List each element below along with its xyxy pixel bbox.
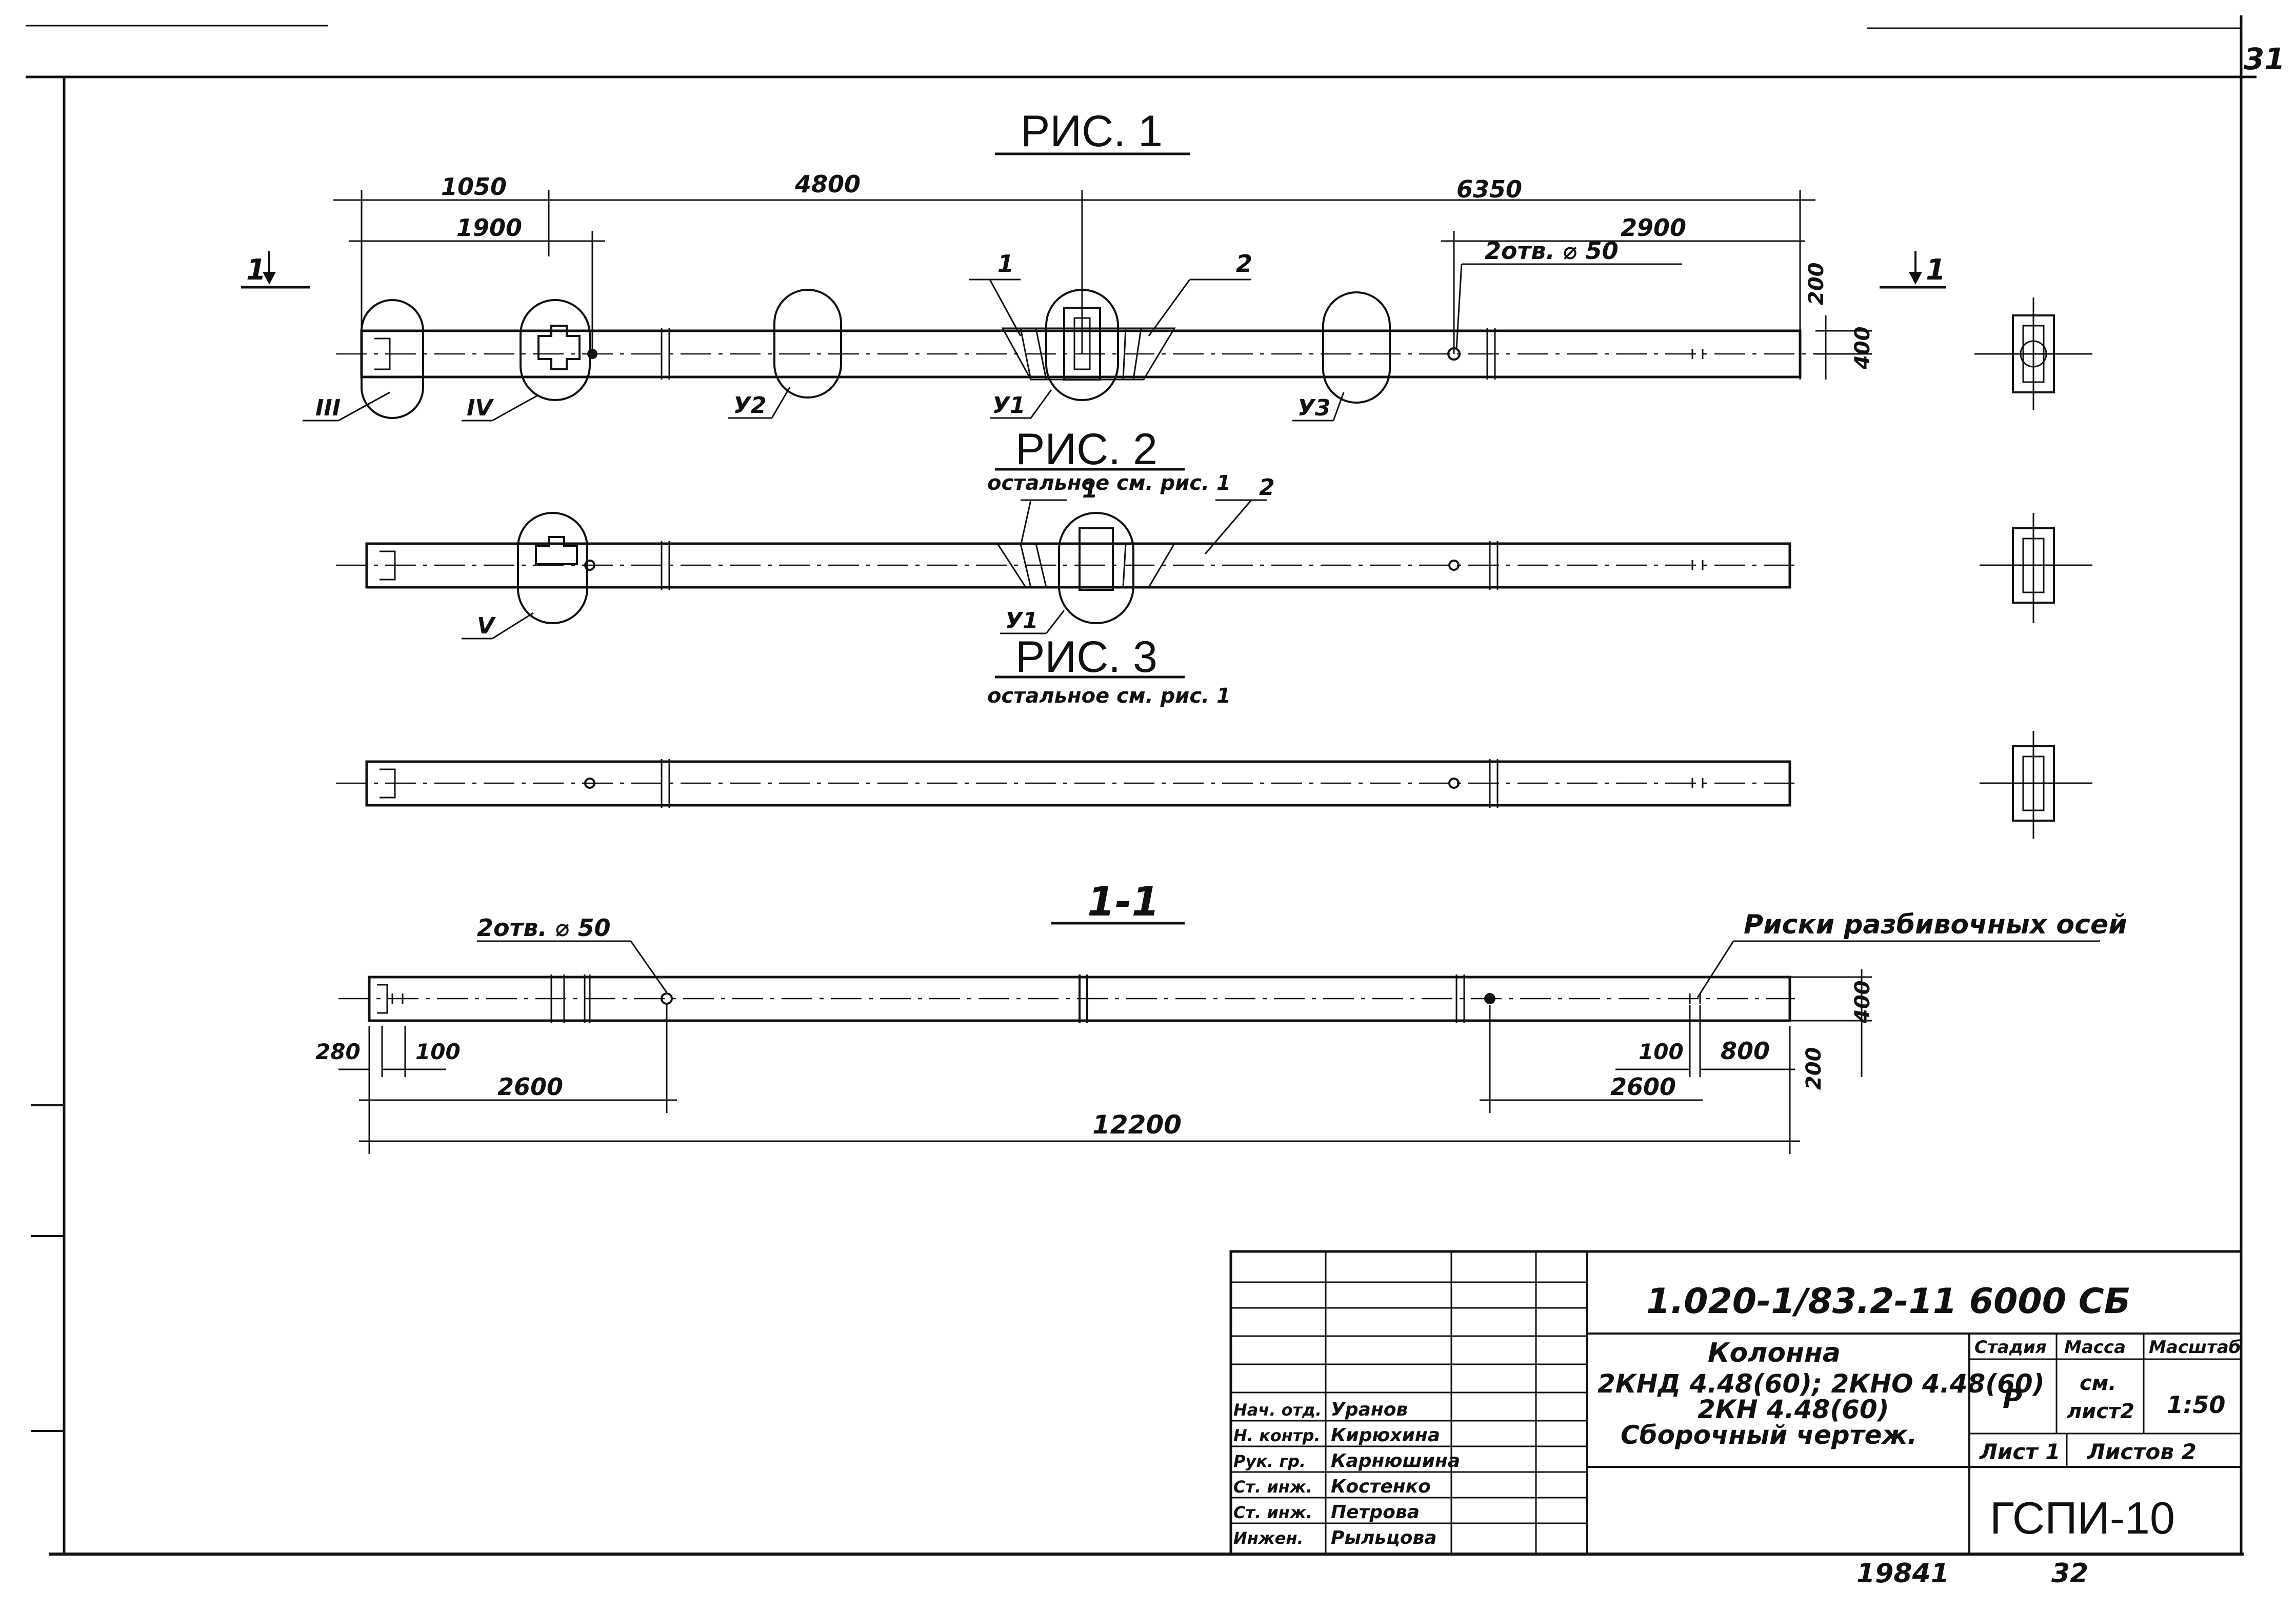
section-dim-2600-right: 2600 bbox=[1610, 1073, 1676, 1101]
product-marks-1: 2КНД 4.48(60); 2КНО 4.48(60) bbox=[1598, 1369, 2045, 1399]
signature-name: Петрова bbox=[1331, 1502, 1420, 1523]
signature-table: Нач. отд. Уранов Н. контр. Кирюхина Рук.… bbox=[1233, 1399, 1460, 1548]
fig2-column-beam bbox=[336, 541, 1795, 590]
fig1-dim-4800: 4800 bbox=[794, 170, 861, 198]
organization: ГСПИ-10 bbox=[1990, 1493, 2175, 1543]
signature-name: Рыльцова bbox=[1331, 1527, 1437, 1548]
scale-header: Масштаб bbox=[2149, 1337, 2241, 1358]
fig2-title: РИС. 2 bbox=[1015, 425, 1157, 474]
svg-text:1: 1 bbox=[246, 253, 266, 287]
fig1-column-beam bbox=[336, 328, 1826, 380]
stage-header: Стадия bbox=[1974, 1337, 2047, 1358]
section-dim-400: 400 bbox=[1851, 981, 1874, 1024]
signature-role: Инжен. bbox=[1233, 1528, 1304, 1548]
fig3-note: остальное см. рис. 1 bbox=[987, 684, 1231, 708]
signature-name: Кирюхина bbox=[1331, 1425, 1440, 1446]
fig3-hole-left bbox=[584, 778, 595, 789]
figure-2: РИС. 2 остальное см. рис. 1 bbox=[336, 425, 2092, 640]
signature-role: Рук. гр. bbox=[1233, 1451, 1306, 1471]
section-dim-100-left: 100 bbox=[415, 1039, 461, 1064]
fig1-dim-1050: 1050 bbox=[441, 173, 507, 201]
sheets-total: Листов 2 bbox=[2086, 1439, 2197, 1464]
scale-value: 1:50 bbox=[2167, 1391, 2225, 1419]
fig1-dim-6350: 6350 bbox=[1456, 175, 1522, 203]
fig1-section-marker-left: 1 bbox=[241, 251, 310, 289]
fig3-column-beam bbox=[336, 759, 1795, 808]
fig2-hole-left bbox=[584, 560, 595, 571]
fig1-dim-400: 400 bbox=[1851, 327, 1874, 370]
figure-1: РИС. 1 1050 4800 6350 1900 2900 200 400 bbox=[241, 107, 2092, 422]
section-holes-label: 2отв. ⌀ 50 bbox=[477, 914, 611, 942]
fig1-dim-2900: 2900 bbox=[1621, 214, 1686, 242]
title-block: 1.020-1/83.2-11 6000 СБ Колонна 2КНД 4.4… bbox=[1229, 1250, 2243, 1556]
svg-text:1: 1 bbox=[1926, 253, 1946, 287]
fig1-section-marker-right: 1 bbox=[1880, 251, 1946, 289]
fig1-callout-2: 2 bbox=[1236, 250, 1252, 277]
fig1-node-IV-label: IV bbox=[467, 395, 494, 421]
figure-3: РИС. 3 остальное см. рис. 1 bbox=[336, 632, 2092, 839]
signature-role: Ст. инж. bbox=[1233, 1503, 1312, 1522]
section-dim-200: 200 bbox=[1802, 1047, 1826, 1090]
fig1-holes-label: 2отв. ⌀ 50 bbox=[1485, 237, 1619, 265]
section-hole-right bbox=[1484, 993, 1495, 1004]
doc-type: Сборочный чертеж. bbox=[1621, 1420, 1917, 1450]
fig1-hole-left bbox=[587, 349, 597, 359]
fig2-node-y1-label: У1 bbox=[1005, 608, 1039, 634]
section-dim-800: 800 bbox=[1721, 1037, 1770, 1065]
signature-name: Карнюшина bbox=[1331, 1450, 1460, 1471]
mass-header: Масса bbox=[2064, 1337, 2126, 1358]
signature-role: Нач. отд. bbox=[1233, 1400, 1322, 1420]
fig1-callout-1: 1 bbox=[997, 250, 1014, 277]
fig2-hole-right bbox=[1448, 560, 1460, 571]
fig1-node-y1-label: У1 bbox=[992, 392, 1026, 419]
mass-value-line1: см. bbox=[2080, 1371, 2117, 1395]
product-name: Колонна bbox=[1708, 1338, 1841, 1368]
product-marks-2: 2КН 4.48(60) bbox=[1698, 1395, 1889, 1424]
section-dim-2600-left: 2600 bbox=[497, 1073, 563, 1101]
fig3-hole-right bbox=[1448, 778, 1460, 789]
bottom-number-left: 19841 bbox=[1856, 1558, 1949, 1589]
fig1-cross-section bbox=[1974, 297, 2092, 410]
fig1-node-y3-label: У3 bbox=[1297, 395, 1331, 421]
signature-name: Уранов bbox=[1331, 1399, 1408, 1420]
fig2-cross-section bbox=[1980, 513, 2092, 623]
section-hole-left bbox=[661, 992, 673, 1005]
mass-value-line2: лист2 bbox=[2067, 1400, 2134, 1423]
fig1-node-y2-outline bbox=[773, 289, 842, 399]
stage-value: Р bbox=[2003, 1384, 2022, 1415]
fig1-dim-200: 200 bbox=[1805, 263, 1828, 306]
section-marks-label: Риски разбивочных осей bbox=[1744, 909, 2127, 940]
section-dim-12200: 12200 bbox=[1092, 1110, 1182, 1140]
section-1-1: 1-1 2отв. ⌀ 50 Риски разбивочных осей bbox=[315, 879, 2127, 1154]
fig1-node-y1-outline bbox=[1045, 289, 1119, 401]
section-title: 1-1 bbox=[1087, 879, 1160, 925]
doc-code: 1.020-1/83.2-11 6000 СБ bbox=[1646, 1281, 2130, 1322]
section-column-beam bbox=[338, 974, 1795, 1023]
fig2-note: остальное см. рис. 1 bbox=[987, 471, 1231, 495]
fig1-dim-1900: 1900 bbox=[456, 214, 522, 242]
fig1-title: РИС. 1 bbox=[1021, 107, 1163, 156]
fig2-node-V-outline bbox=[517, 512, 588, 624]
fig3-title: РИС. 3 bbox=[1015, 632, 1157, 682]
section-dim-100-right: 100 bbox=[1639, 1039, 1684, 1064]
fig2-node-y1-outline bbox=[1058, 512, 1134, 624]
sheet-number: Лист 1 bbox=[1979, 1439, 2060, 1464]
signature-name: Костенко bbox=[1331, 1476, 1431, 1497]
fig1-node-y2-label: У2 bbox=[733, 392, 767, 419]
fig1-node-III-label: III bbox=[315, 395, 341, 421]
fig2-callout-1: 1 bbox=[1082, 477, 1098, 503]
fig1-node-III-outline bbox=[361, 299, 424, 419]
signature-role: Ст. инж. bbox=[1233, 1477, 1312, 1497]
sheet-frame bbox=[26, 15, 2257, 1556]
signature-role: Н. контр. bbox=[1233, 1426, 1321, 1445]
fig2-node-V-label: V bbox=[477, 613, 496, 639]
fig1-hole-right bbox=[1447, 347, 1461, 361]
sheet-corner-number: 31 bbox=[2244, 42, 2285, 76]
section-dim-280: 280 bbox=[315, 1039, 361, 1064]
fig1-node-y3-outline bbox=[1322, 291, 1391, 404]
fig2-callout-2: 2 bbox=[1259, 474, 1275, 501]
bottom-number-right: 32 bbox=[2051, 1558, 2088, 1589]
fig3-cross-section bbox=[1980, 731, 2092, 839]
